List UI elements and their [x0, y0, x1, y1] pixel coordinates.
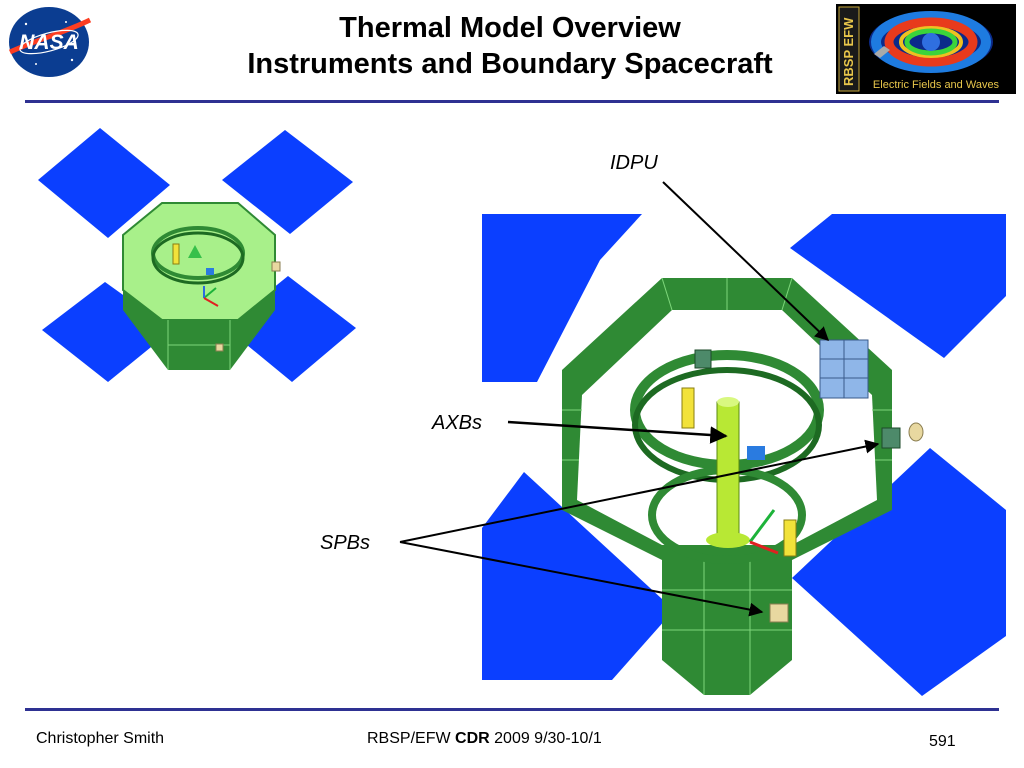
footer-event-suffix: 2009 9/30-10/1: [494, 730, 602, 747]
idpu-label: IDPU: [610, 152, 658, 174]
axbs-label: AXBs: [432, 412, 483, 434]
solar-panel: [482, 260, 600, 382]
footer-author: Christopher Smith: [36, 730, 165, 747]
spacecraft-overview-small: [38, 128, 356, 382]
rbsp-efw-caption: Electric Fields and Waves: [873, 79, 1000, 91]
solar-panel: [38, 128, 170, 238]
footer-event: RBSP/EFW CDR 2009 9/30-10/1: [367, 730, 602, 748]
spbs-leader-lower: [399, 541, 764, 617]
axbs-leader: [507, 420, 728, 444]
footer-event-bold: CDR: [455, 730, 490, 747]
footer-rule: [25, 708, 999, 711]
page-number: 591: [929, 733, 956, 750]
spbs-leader-upper: [399, 439, 880, 543]
header-rule: [25, 100, 999, 103]
rbsp-efw-vertical-text: RBSP EFW: [841, 17, 856, 86]
title-line-1: Thermal Model Overview: [339, 12, 681, 44]
solar-panel: [482, 214, 642, 260]
idpu-leader: [662, 181, 830, 341]
idpu-box: [819, 339, 869, 399]
page-title: Thermal Model Overview Instruments and B…: [150, 10, 870, 82]
solar-panel: [792, 448, 1006, 696]
solar-panel: [222, 130, 353, 234]
footer-event-prefix: RBSP/EFW: [367, 730, 451, 747]
title-line-2: Instruments and Boundary Spacecraft: [247, 48, 773, 80]
nasa-logo-text: NASA: [19, 31, 79, 54]
solar-panel: [790, 214, 1006, 358]
spbs-label: SPBs: [320, 532, 371, 554]
nasa-logo: NASA: [8, 7, 92, 77]
rbsp-efw-logo: RBSP EFW Electric Fields and Waves: [836, 4, 1016, 94]
spacecraft-body: [122, 202, 281, 370]
